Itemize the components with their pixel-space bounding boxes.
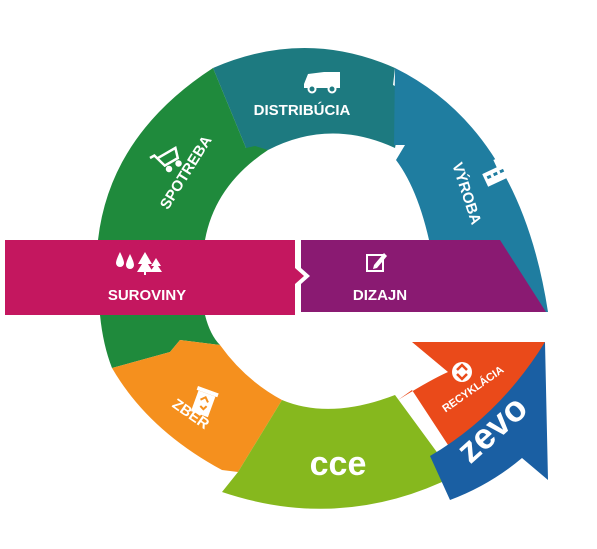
segment-suroviny xyxy=(5,240,304,315)
pencil-on-paper-icon xyxy=(366,253,387,272)
segment-dizajn xyxy=(301,240,546,312)
segment-zevo xyxy=(430,342,548,500)
cce-logo: cce xyxy=(310,445,367,483)
segment-cce xyxy=(222,395,450,509)
shopping-cart-icon xyxy=(149,146,182,173)
recycling-symbol-icon xyxy=(452,362,472,382)
label-distribucia: DISTRIBÚCIA xyxy=(254,101,351,119)
segment-spotreba-lower xyxy=(100,315,220,368)
label-dizajn: DIZAJN xyxy=(353,287,407,304)
factory-icon xyxy=(482,157,510,187)
segment-recyklacia xyxy=(398,342,545,448)
label-suroviny: SUROVINY xyxy=(108,287,186,304)
water-drops-and-trees-icon xyxy=(116,252,162,275)
segment-distribucia xyxy=(213,48,406,150)
segment-spotreba xyxy=(98,68,268,240)
van-icon xyxy=(304,72,340,94)
recycle-bin-icon xyxy=(190,386,219,418)
